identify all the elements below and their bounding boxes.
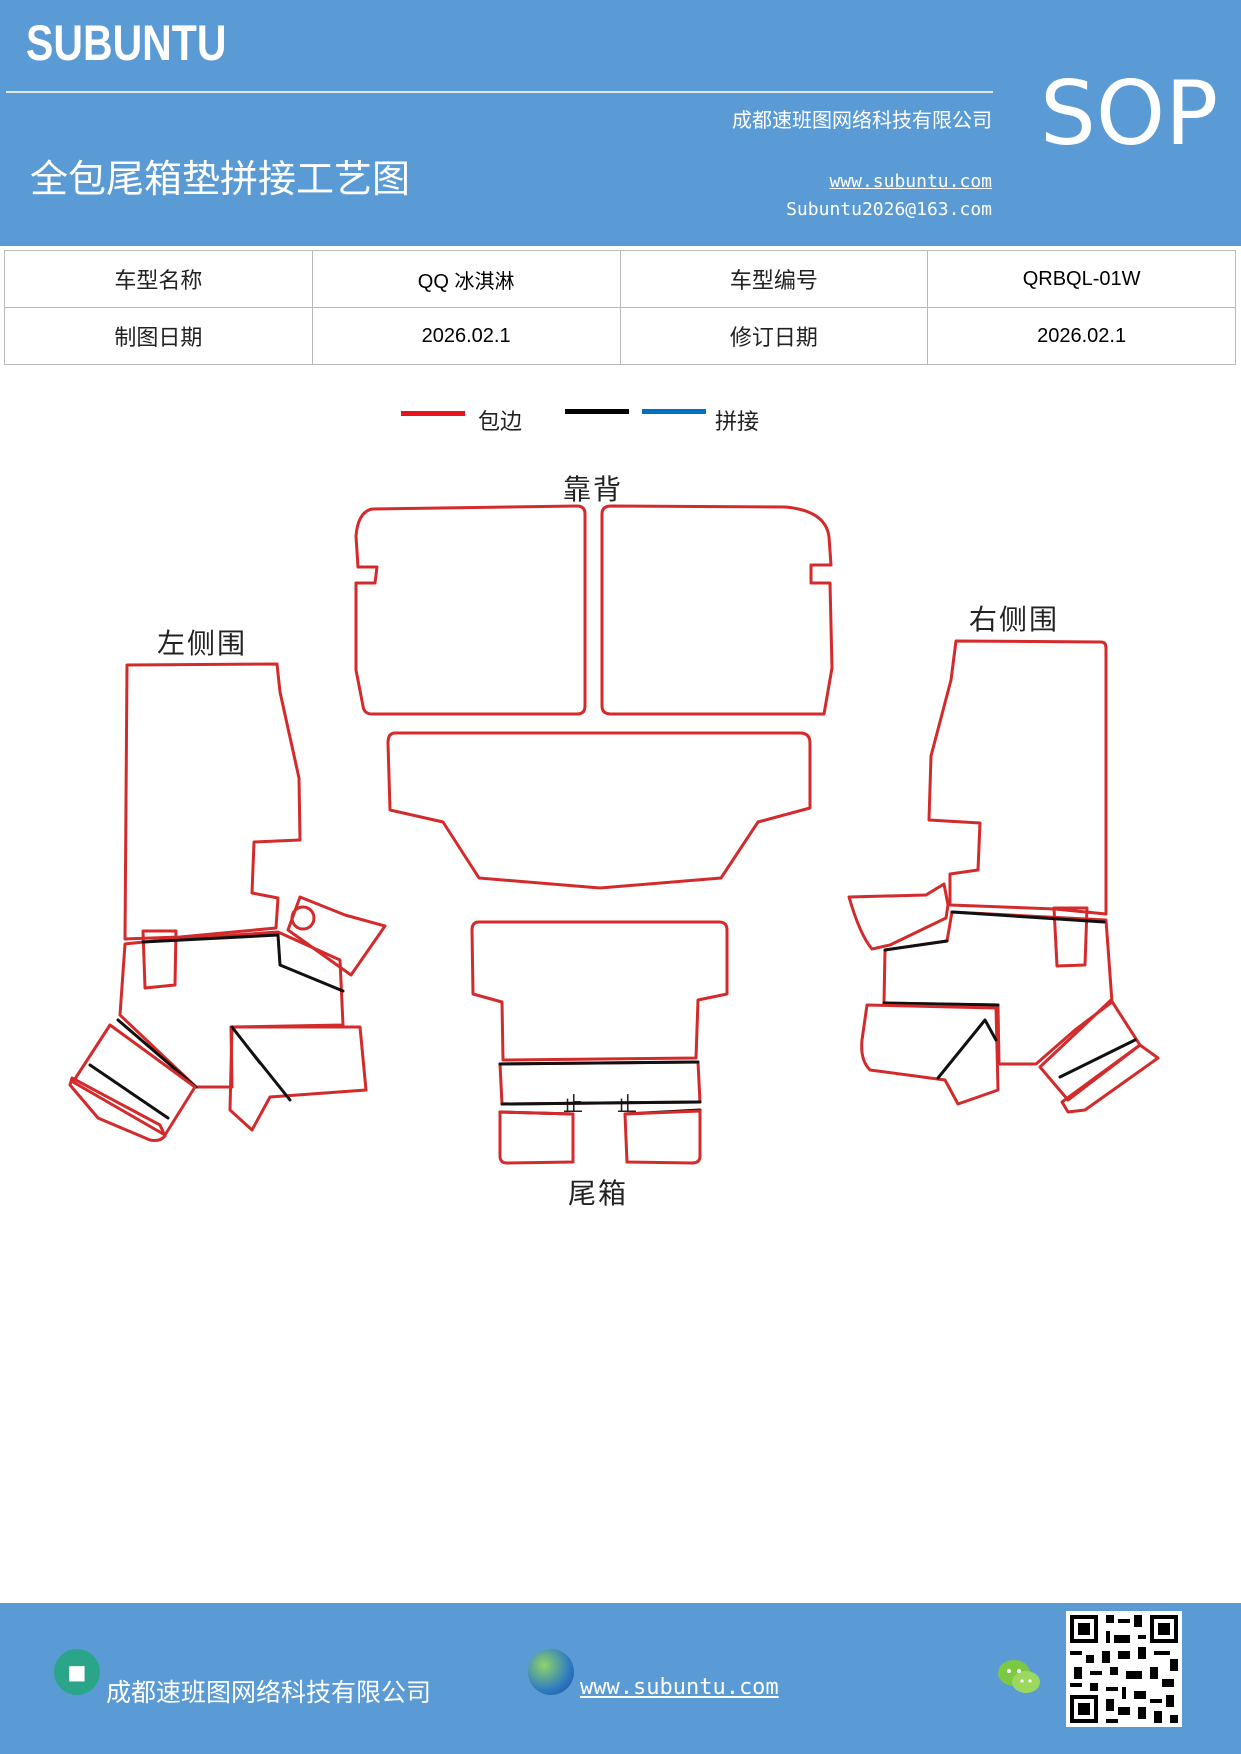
footer-banner: ■ 成都速班图网络科技有限公司 www.subuntu.com	[0, 1603, 1241, 1754]
table-row: 制图日期 2026.02.1 修订日期 2026.02.1	[4, 307, 1236, 365]
right-side-flap	[847, 882, 950, 951]
right-bottom-left-piece	[860, 1003, 1000, 1106]
legend-edge-label: 包边	[478, 410, 523, 435]
left-side-tab	[141, 929, 178, 990]
sop-badge: SOP	[1040, 62, 1219, 165]
left-bottom-right-piece	[228, 1025, 368, 1132]
model-name-value: QQ 冰淇淋	[311, 250, 621, 308]
trunk-strip-panel	[498, 1060, 702, 1106]
left-corner-strip	[68, 1076, 167, 1142]
table-row: 车型名称 QQ 冰淇淋 车型编号 QRBQL-01W	[4, 250, 1236, 308]
trunk-left-foot	[498, 1110, 575, 1165]
qr-code	[1066, 1611, 1182, 1727]
left-side-seam	[116, 1018, 198, 1089]
backrest-right-panel	[600, 504, 834, 716]
label-trunk: 尾箱	[568, 1177, 629, 1210]
revise-date-label: 修订日期	[619, 307, 929, 365]
right-side-tab	[1052, 906, 1089, 968]
legend-splice-label: 拼接	[715, 410, 760, 435]
backrest-lower-panel	[386, 731, 812, 890]
left-corner-piece	[71, 1023, 197, 1137]
brand-logo: SUBUNTU	[26, 15, 227, 71]
email-address: Subuntu2026@163.com	[786, 199, 992, 220]
right-side-seam	[882, 910, 1106, 1007]
left-corner-seam	[88, 1063, 170, 1120]
label-left-side: 左侧围	[157, 627, 248, 660]
backrest-left-panel	[354, 504, 587, 716]
trunk-right-foot	[623, 1109, 702, 1165]
header-divider	[6, 91, 993, 93]
header-banner: SUBUNTU 成都速班图网络科技有限公司 全包尾箱垫拼接工艺图 www.sub…	[0, 0, 1241, 246]
right-bottom-left-seam	[936, 1018, 998, 1080]
left-side-flap	[286, 895, 387, 977]
model-name-label: 车型名称	[4, 250, 313, 308]
legend-splice-swatch	[642, 409, 706, 414]
right-corner-piece	[1038, 998, 1142, 1102]
right-side-main-panel	[927, 639, 1108, 916]
building-icon: ■	[54, 1649, 100, 1695]
revise-date-value: 2026.02.1	[927, 307, 1236, 365]
right-corner-strip	[1060, 1043, 1160, 1114]
trunk-main-panel	[470, 920, 729, 1062]
legend-seam-swatch	[565, 409, 629, 414]
draw-date-label: 制图日期	[4, 307, 313, 365]
website-link[interactable]: www.subuntu.com	[829, 171, 992, 192]
legend-edge-swatch	[401, 411, 465, 416]
label-backrest: 靠背	[563, 473, 624, 506]
mat-pattern-diagram	[68, 504, 1160, 1165]
left-side-seam	[141, 933, 345, 993]
draw-date-value: 2026.02.1	[311, 307, 621, 365]
left-side-main-panel	[123, 662, 302, 941]
vehicle-info-table: 车型名称 QQ 冰淇淋 车型编号 QRBQL-01W 制图日期 2026.02.…	[4, 250, 1236, 365]
company-name: 成都速班图网络科技有限公司	[732, 108, 992, 132]
model-code-value: QRBQL-01W	[927, 250, 1236, 308]
left-bottom-right-seam	[230, 1025, 292, 1102]
globe-icon	[528, 1649, 574, 1695]
label-right-side: 右侧围	[969, 603, 1060, 636]
footer-company-name: 成都速班图网络科技有限公司	[106, 1678, 432, 1707]
page-title: 全包尾箱垫拼接工艺图	[30, 157, 411, 201]
right-corner-seam	[1058, 1038, 1137, 1079]
left-side-hole	[290, 905, 316, 931]
wechat-icon[interactable]	[996, 1657, 1042, 1697]
model-code-label: 车型编号	[619, 250, 929, 308]
footer-website-link[interactable]: www.subuntu.com	[580, 1675, 779, 1700]
trunk-seam	[498, 1060, 702, 1116]
